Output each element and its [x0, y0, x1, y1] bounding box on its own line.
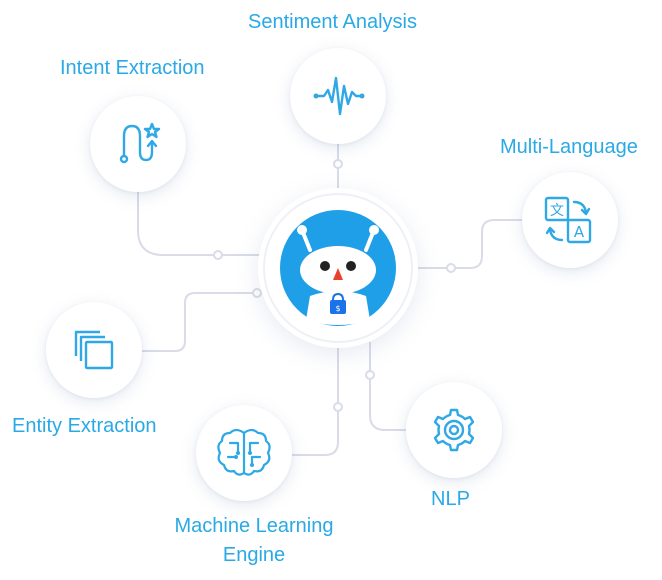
nlp-node[interactable]	[406, 382, 502, 478]
machine-learning-label: Machine Learning Engine	[160, 512, 348, 570]
svg-text:$: $	[335, 304, 340, 313]
multi-language-label: Multi-Language	[500, 136, 638, 158]
multi-language-node[interactable]: 文 A	[522, 172, 618, 268]
translate-icon: 文 A	[544, 196, 592, 244]
machine-learning-node[interactable]	[196, 405, 292, 501]
connector-nlp	[369, 342, 410, 431]
connector-multilang	[418, 219, 528, 269]
machine-learning-label-line2: Engine	[222, 544, 286, 566]
svg-text:文: 文	[550, 203, 564, 219]
brain-circuit-icon	[217, 428, 271, 476]
connector-dot	[333, 402, 343, 412]
entity-extraction-node[interactable]	[46, 302, 142, 398]
connector-ml	[290, 345, 339, 456]
robot-logo-icon: $	[263, 193, 413, 343]
connector-entity	[140, 292, 262, 352]
svg-text:A: A	[574, 223, 585, 241]
gear-icon	[433, 408, 475, 452]
waveform-icon	[313, 76, 365, 116]
connector-dot	[213, 250, 223, 260]
entity-extraction-label: Entity Extraction	[12, 415, 157, 437]
stacked-squares-icon	[74, 330, 114, 370]
connector-dot	[252, 288, 262, 298]
nlp-label: NLP	[431, 488, 470, 510]
sentiment-analysis-label: Sentiment Analysis	[248, 11, 417, 33]
connector-intent	[137, 190, 265, 256]
intent-extraction-node[interactable]	[90, 96, 186, 192]
sentiment-analysis-node[interactable]	[290, 48, 386, 144]
connector-dot	[365, 370, 375, 380]
connector-dot	[333, 159, 343, 169]
connector-dot	[446, 263, 456, 273]
path-star-icon	[119, 122, 161, 164]
intent-extraction-label: Intent Extraction	[60, 57, 205, 79]
center-hub: $	[258, 188, 418, 348]
machine-learning-label-line1: Machine Learning	[174, 515, 334, 537]
